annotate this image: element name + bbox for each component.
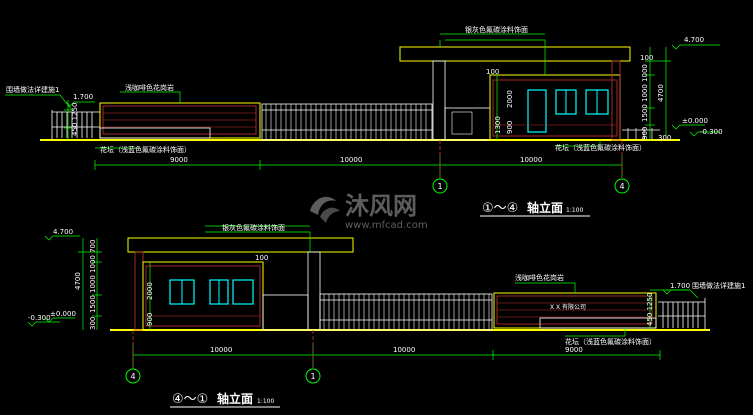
top-title-main: 轴立面 bbox=[527, 200, 563, 215]
bottom-height-1000: 1000 1000 700 bbox=[89, 240, 97, 293]
bottom-title-scale: 1:100 bbox=[257, 398, 274, 405]
bottom-door bbox=[232, 279, 254, 305]
bottom-span-3: 9000 bbox=[565, 346, 583, 354]
top-axis-bubble-1 bbox=[432, 178, 448, 194]
top-label-planter-left: 花坛（浅蓝色氟碳涂料饰面） bbox=[100, 145, 191, 154]
bottom-height-300: 300 bbox=[89, 317, 97, 330]
top-left-railing bbox=[51, 110, 100, 140]
top-height-900: 900 bbox=[506, 121, 514, 134]
bottom-gate-fence bbox=[319, 293, 493, 331]
top-right-railing bbox=[622, 128, 660, 140]
top-dimensions bbox=[64, 44, 720, 178]
top-axis-bubble-4 bbox=[614, 178, 630, 194]
bottom-height-1500: 1500 bbox=[89, 295, 97, 313]
bottom-span-2: 10000 bbox=[393, 346, 415, 354]
top-axes bbox=[432, 140, 630, 194]
top-height-top100: 100 bbox=[486, 68, 499, 76]
bottom-axis-bubble-1 bbox=[305, 368, 321, 384]
bottom-label-planter-finish: 浅咖啡色花岗岩 bbox=[515, 273, 564, 282]
watermark-name: 沐风网 bbox=[345, 192, 417, 220]
bottom-axis-label-4: 4 bbox=[130, 372, 135, 381]
bottom-guard-house bbox=[127, 237, 354, 331]
top-label-roof-finish: 银灰色氟碳涂料饰面 bbox=[465, 25, 528, 34]
top-column bbox=[432, 60, 446, 141]
top-gate-fence bbox=[261, 103, 433, 141]
top-planter-block bbox=[99, 102, 261, 139]
top-height-right100: 100 bbox=[640, 54, 653, 62]
bottom-label-roof-finish: 银灰色氟碳涂料饰面 bbox=[222, 223, 285, 232]
bottom-height-1450: 450 1250 bbox=[646, 293, 654, 326]
bottom-height-2000: 2000 bbox=[146, 282, 154, 300]
bottom-level-minus: -0.300 bbox=[28, 314, 51, 322]
top-label-wall: 围墙做法详建施1 bbox=[6, 85, 59, 94]
top-height-4700: 4700 bbox=[657, 84, 665, 102]
top-leaders bbox=[5, 33, 601, 149]
top-height-1500: 1500 bbox=[641, 104, 649, 122]
watermark-url: www.mfcad.com bbox=[345, 220, 428, 231]
bottom-dimensions bbox=[27, 235, 688, 368]
top-level-zero: ±0.000 bbox=[682, 117, 708, 125]
bottom-label-planter: 花坛（浅蓝色氟碳涂料饰面） bbox=[565, 337, 656, 346]
bottom-span-1: 10000 bbox=[210, 346, 232, 354]
top-axis-label-4: 4 bbox=[619, 182, 624, 191]
top-height-right300: 300 bbox=[658, 134, 671, 142]
top-title: ①～④ 轴立面 1:100 bbox=[480, 200, 590, 217]
bottom-height-100: 100 bbox=[255, 254, 268, 262]
bottom-gate-pickets bbox=[323, 294, 490, 330]
bottom-right-railing bbox=[658, 298, 706, 330]
bottom-house-body bbox=[142, 261, 264, 331]
top-elevation: 围墙做法详建施1 浅咖啡色花岗岩 银灰色氟碳涂料饰面 花坛（浅蓝色氟碳涂料饰面）… bbox=[5, 25, 723, 217]
bottom-axis-bubble-4 bbox=[125, 368, 141, 384]
bottom-title-main: 轴立面 bbox=[217, 391, 253, 406]
top-height-1300: 1300 bbox=[494, 116, 502, 134]
top-span-3: 10000 bbox=[520, 156, 542, 164]
top-span-2: 10000 bbox=[340, 156, 362, 164]
top-height-left: 450 1250 bbox=[71, 103, 79, 136]
bottom-title-prefix: ④～① bbox=[172, 392, 208, 407]
top-label-planter-right: 花坛（浅蓝色氟碳涂料饰面） bbox=[555, 143, 646, 152]
bottom-height-900: 900 bbox=[146, 313, 154, 326]
bottom-label-wall: 围墙做法详建施1 bbox=[692, 281, 745, 290]
bottom-level-left: 4.700 bbox=[53, 228, 73, 236]
top-axis-label-1: 1 bbox=[437, 182, 442, 191]
bottom-title: ④～① 轴立面 1:100 bbox=[170, 391, 280, 408]
bottom-level-zero: ±0.000 bbox=[50, 310, 76, 318]
top-title-prefix: ①～④ bbox=[482, 201, 518, 216]
watermark-logo-icon bbox=[310, 196, 340, 223]
top-door bbox=[527, 89, 547, 133]
top-span-1: 9000 bbox=[170, 156, 188, 164]
top-label-planter-finish: 浅咖啡色花岗岩 bbox=[125, 83, 174, 92]
top-level-left: 1.700 bbox=[73, 93, 93, 101]
bottom-label-company: X X 有限公司 bbox=[550, 303, 586, 311]
bottom-elevation: 银灰色氟碳涂料饰面 浅咖啡色花岗岩 围墙做法详建施1 X X 有限公司 花坛（浅… bbox=[27, 223, 745, 408]
bottom-roof-slab bbox=[127, 237, 354, 253]
top-height-window: 2000 bbox=[506, 90, 514, 108]
bottom-column bbox=[307, 251, 321, 331]
bottom-axis-label-1: 1 bbox=[310, 372, 315, 381]
watermark: 沐风网 www.mfcad.com bbox=[310, 192, 428, 231]
top-level-right: 4.700 bbox=[684, 36, 704, 44]
top-guard-house bbox=[399, 46, 631, 141]
top-roof-slab bbox=[399, 46, 631, 62]
top-height-900r: 900 bbox=[641, 127, 649, 140]
bottom-height-4700: 4700 bbox=[74, 272, 82, 290]
bottom-leaders bbox=[205, 225, 699, 337]
bottom-level-right: 1.700 bbox=[670, 282, 690, 290]
bottom-axes bbox=[125, 330, 321, 384]
top-title-scale: 1:100 bbox=[566, 207, 583, 214]
top-gate-pickets bbox=[265, 104, 427, 140]
top-level-minus: -0.300 bbox=[700, 128, 723, 136]
top-height-1000: 1000 1000 bbox=[641, 64, 649, 102]
